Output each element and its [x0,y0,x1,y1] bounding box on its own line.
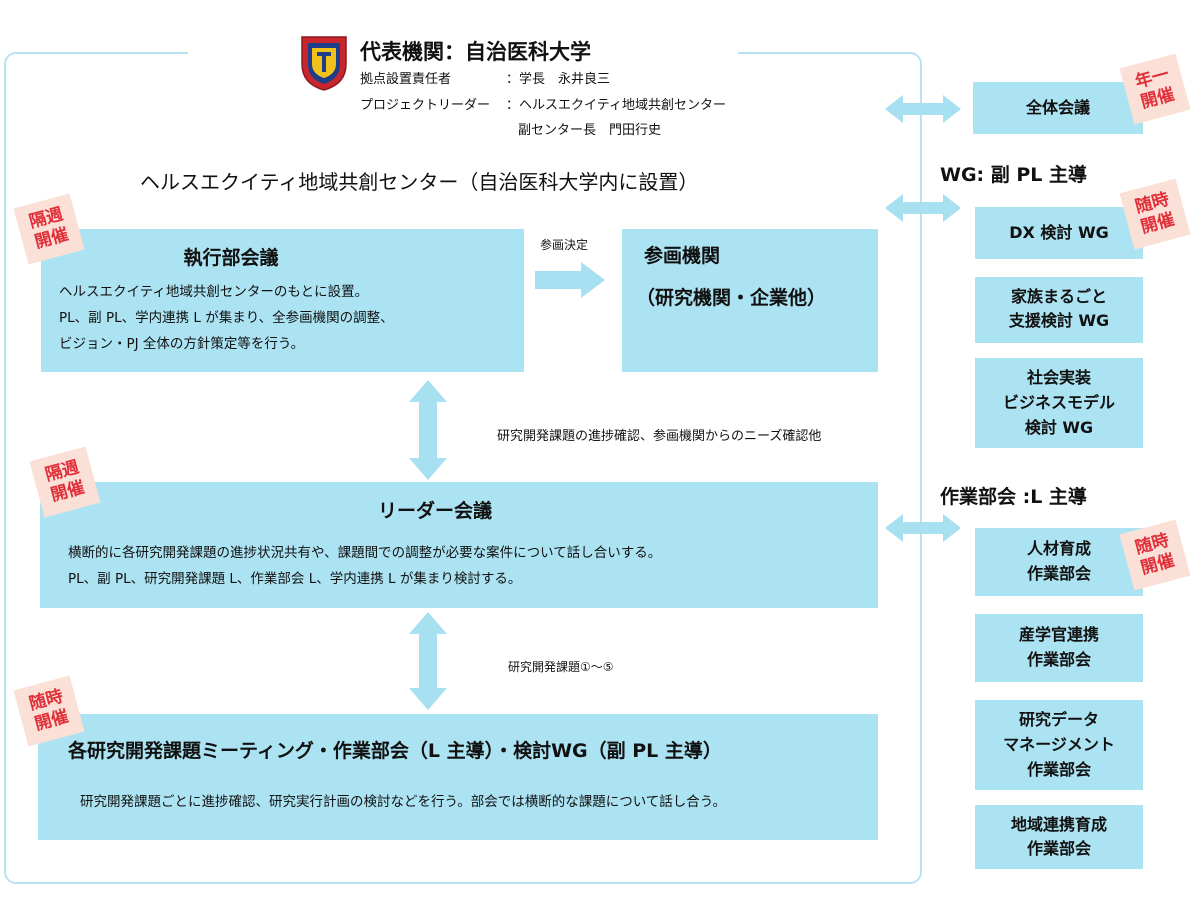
decision-label: 参画決定 [540,238,589,252]
topics-label: 研究開発課題①～⑤ [508,660,614,674]
header-row3-value: 副センター長 門田行史 [518,123,662,138]
header-title: 代表機関：自治医科大学 [360,40,591,64]
header-row1-value: ：学長 永井良三 [506,72,611,87]
right-arrow [535,262,605,298]
sub-box-hr: 人材育成作業部会 [975,528,1143,596]
wg-box-dx: DX 検討 WG [975,207,1143,259]
plenary-box: 全体会議 [973,82,1143,134]
sub-box-regional: 地域連携育成作業部会 [975,805,1143,869]
vertical-double-arrow [409,612,447,710]
topic-meeting-title: 各研究開発課題ミーティング・作業部会（L 主導）・検討WG（副 PL 主導） [68,740,722,762]
vertical-double-arrow [409,380,447,480]
exec-meeting-line: ヘルスエクイティ地域共創センターのもとに設置。 [59,284,369,300]
horizontal-double-arrow [885,95,961,123]
participants-title: 参画機関 [644,245,721,267]
header-row2-label: プロジェクトリーダー [360,98,491,113]
leader-meeting-box: リーダー会議 横断的に各研究開発課題の進捗状況共有や、課題間での調整が必要な案件… [40,482,878,608]
exec-meeting-title: 執行部会議 [183,247,279,269]
mid-label: 研究開発課題の進捗確認、参画機関からのニーズ確認他 [497,429,822,444]
wg-heading: WG: 副 PL 主導 [940,164,1088,186]
wg-box-family: 家族まるごと支援検討 WG [975,277,1143,343]
leader-meeting-line: 横断的に各研究開発課題の進捗状況共有や、課題間での調整が必要な案件について話し合… [68,545,662,561]
leader-meeting-line: PL、副 PL、研究開発課題 L、作業部会 L、学内連携 L が集まり検討する。 [68,571,522,587]
leader-meeting-title: リーダー会議 [377,500,492,522]
header-row2-value: ：ヘルスエクイティ地域共創センター [506,98,726,113]
center-title: ヘルスエクイティ地域共創センター（自治医科大学内に設置） [140,170,699,194]
topic-meeting-box: 各研究開発課題ミーティング・作業部会（L 主導）・検討WG（副 PL 主導） 研… [38,714,878,840]
topic-meeting-line: 研究開発課題ごとに進捗確認、研究実行計画の検討などを行う。部会では横断的な課題に… [80,794,726,810]
exec-meeting-line: PL、副 PL、学内連携 L が集まり、全参画機関の調整、 [59,310,394,326]
header-row1-label: 拠点設置責任者 [360,72,452,87]
university-logo [301,36,347,91]
horizontal-double-arrow [885,514,961,542]
exec-meeting-line: ビジョン・PJ 全体の方針策定等を行う。 [59,336,305,352]
horizontal-double-arrow [885,194,961,222]
wg-box-social: 社会実装ビジネスモデル検討 WG [975,358,1143,448]
subcommittee-heading: 作業部会 :L 主導 [940,486,1087,508]
exec-meeting-box: 執行部会議 ヘルスエクイティ地域共創センターのもとに設置。 PL、副 PL、学内… [41,229,524,372]
sub-box-industry: 産学官連携作業部会 [975,614,1143,682]
participants-box: 参画機関 （研究機関・企業他） [622,229,878,372]
sub-box-data: 研究データマネージメント作業部会 [975,700,1143,790]
participants-subtitle: （研究機関・企業他） [636,287,827,309]
